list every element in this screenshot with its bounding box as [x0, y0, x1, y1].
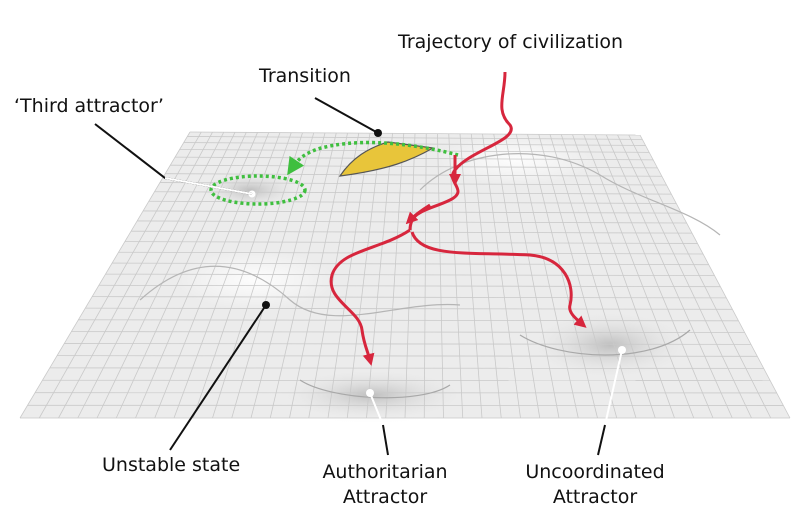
unstable-state-label: Unstable state: [102, 453, 240, 478]
transition-label: Transition: [259, 64, 351, 89]
uncoordinated-leader: [598, 425, 605, 455]
back-hill: [435, 135, 595, 185]
authoritarian-attractor-label: Authoritarian Attractor: [300, 460, 470, 510]
uncoordinated-label-line-1: Uncoordinated: [510, 460, 680, 485]
uncoordinated-attractor-label: Uncoordinated Attractor: [510, 460, 680, 510]
trajectory-label: Trajectory of civilization: [398, 30, 623, 55]
unstable-hill: [175, 250, 335, 310]
uncoordinated-label-line-2: Attractor: [510, 485, 680, 510]
authoritarian-leader: [383, 425, 388, 455]
authoritarian-label-line-1: Authoritarian: [300, 460, 470, 485]
authoritarian-label-line-2: Attractor: [300, 485, 470, 510]
transition-leader: [315, 98, 378, 133]
third-attractor-label: ‘Third attractor’: [14, 94, 164, 119]
